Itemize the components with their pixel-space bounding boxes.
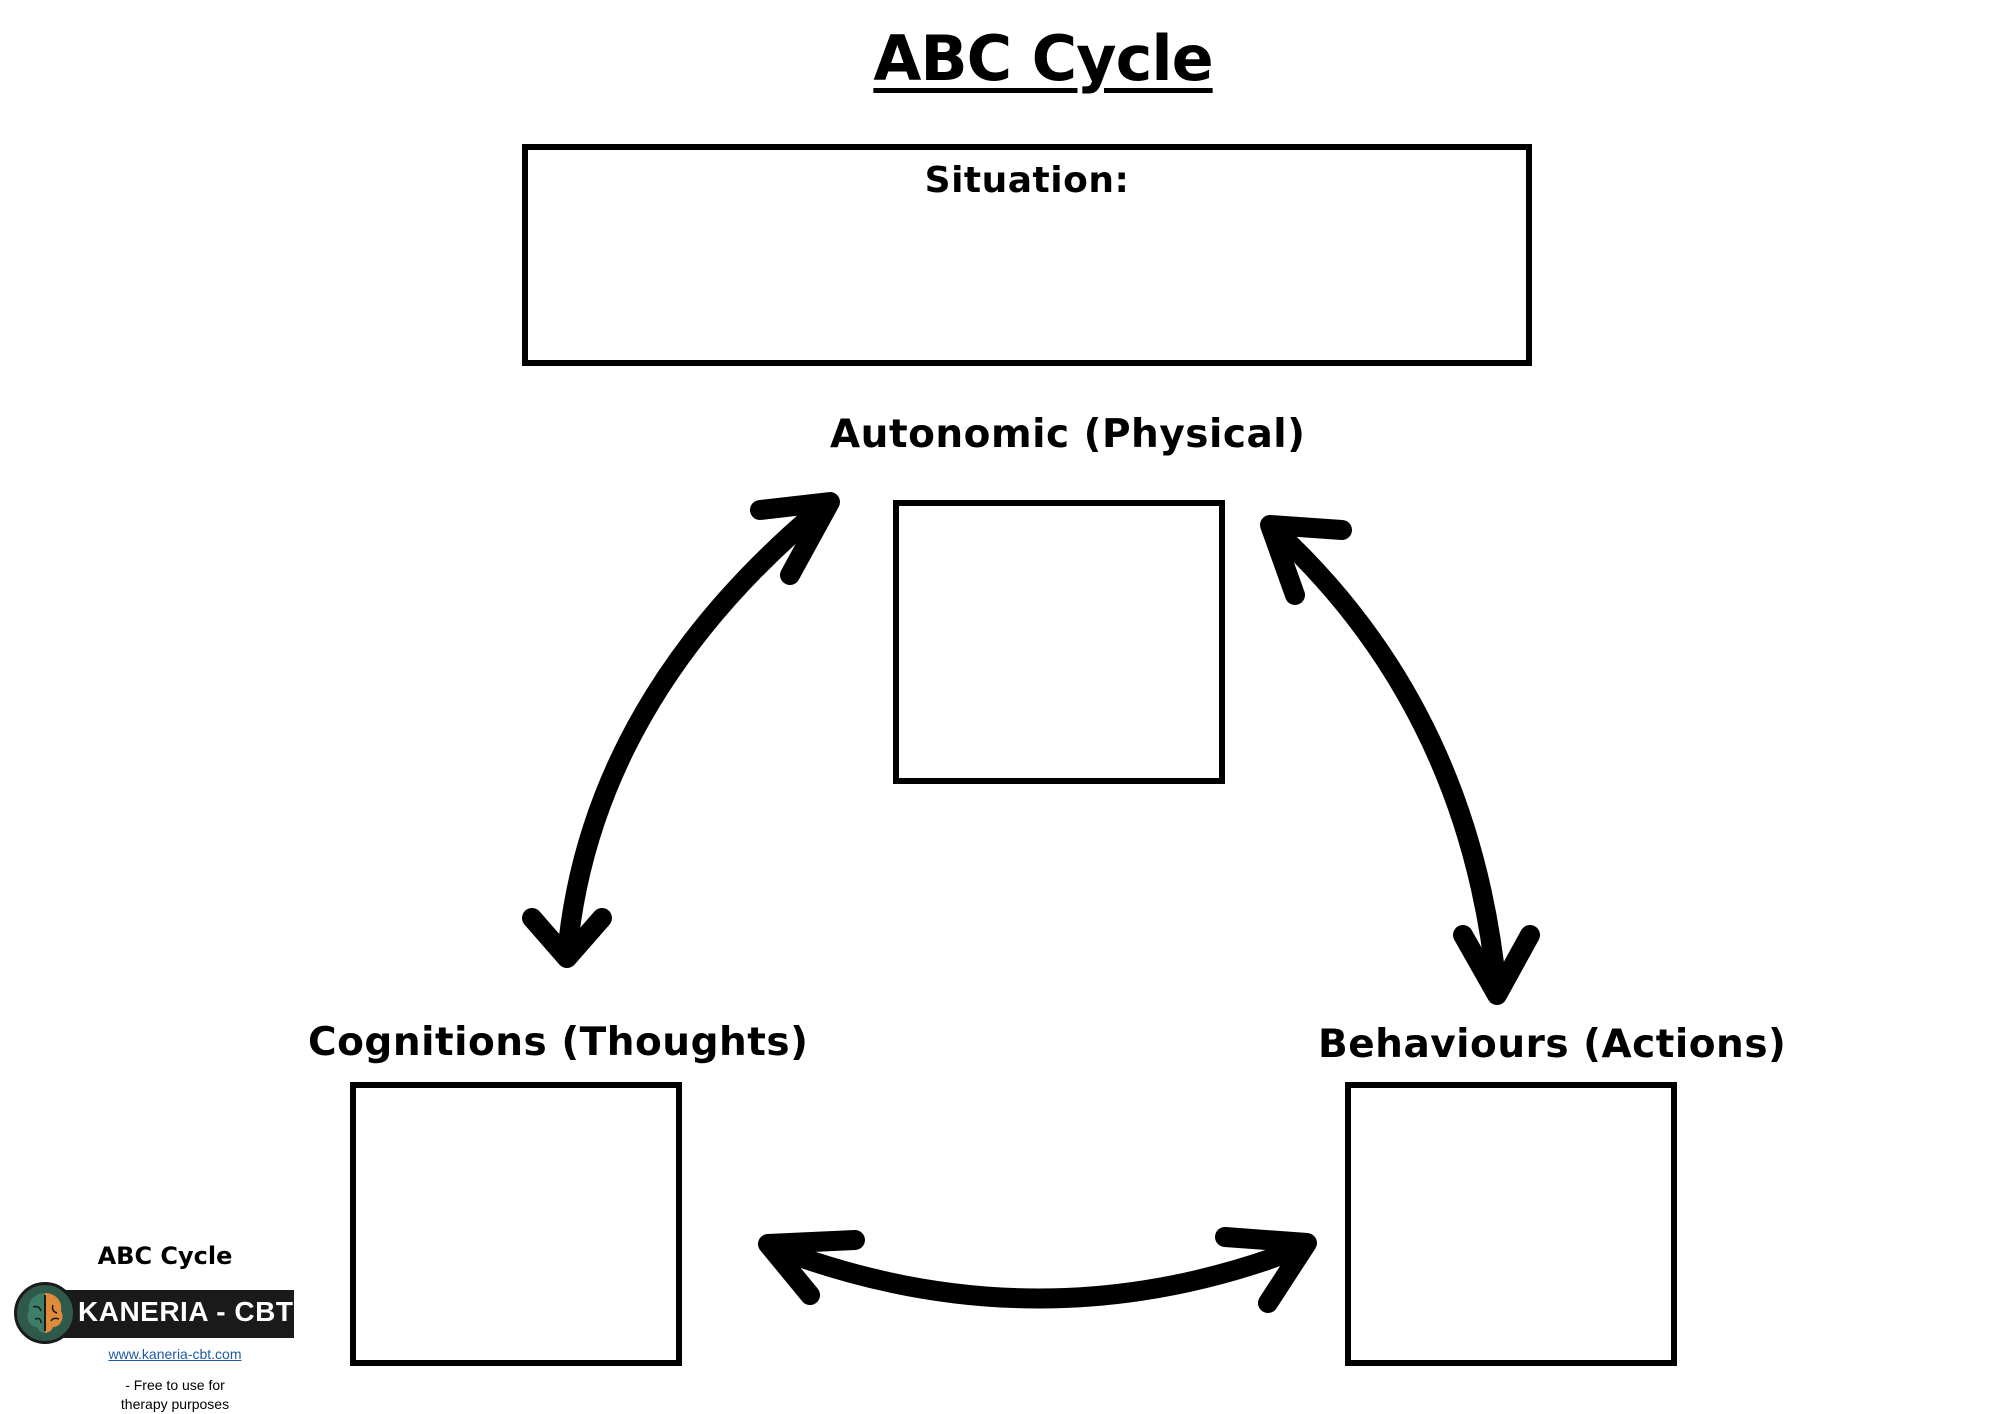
page-title: ABC Cycle [873, 22, 1213, 95]
situation-label: Situation: [924, 160, 1130, 201]
branding-name: KANERIA - CBT [78, 1296, 294, 1327]
arrow-autonomic-behaviours [1260, 515, 1540, 1005]
behaviours-label: Behaviours (Actions) [1318, 1022, 1787, 1067]
situation-box[interactable]: Situation: [522, 144, 1532, 366]
branding-note-line2: therapy purposes [120, 1396, 230, 1412]
autonomic-label: Autonomic (Physical) [830, 412, 1306, 457]
branding-title: ABC Cycle [97, 1242, 233, 1270]
cognitions-box[interactable] [350, 1082, 682, 1366]
branding-website-link[interactable]: www.kaneria-cbt.com [108, 1346, 242, 1362]
autonomic-box[interactable] [893, 500, 1225, 784]
behaviours-box[interactable] [1345, 1082, 1677, 1366]
branding-note-line1: - Free to use for [125, 1377, 225, 1393]
arrow-cognitions-autonomic [522, 492, 840, 968]
branding-note: - Free to use for therapy purposes [80, 1376, 270, 1414]
branding-banner [44, 1290, 294, 1338]
arrow-cognitions-behaviours [758, 1227, 1317, 1313]
brain-icon [14, 1282, 76, 1344]
cognitions-label: Cognitions (Thoughts) [308, 1020, 809, 1065]
